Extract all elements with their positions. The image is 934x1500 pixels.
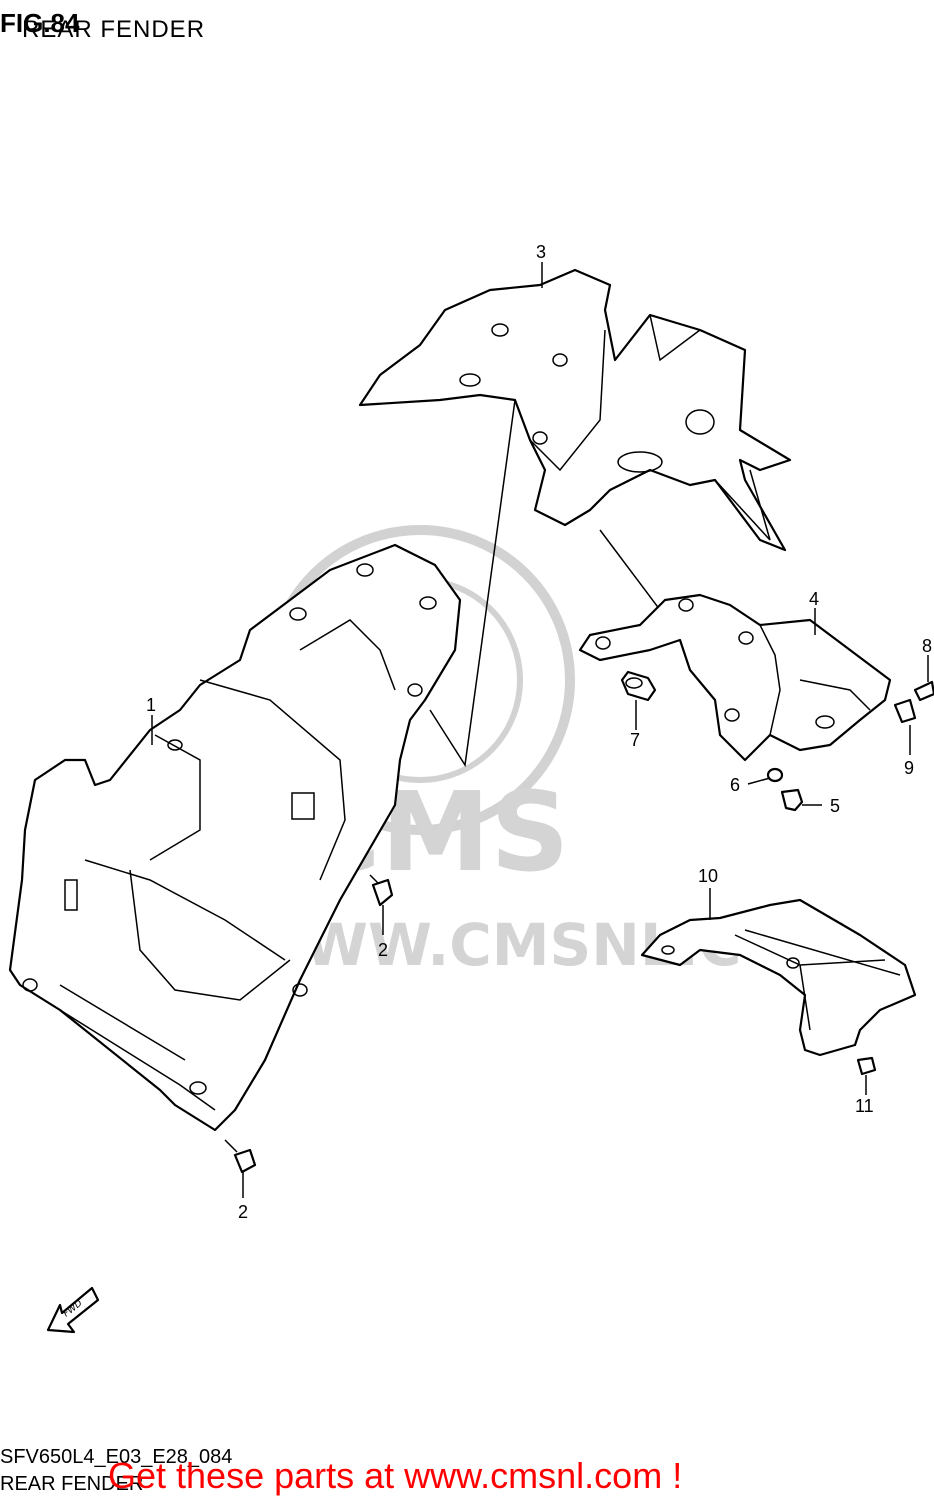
part-8-screw[interactable]	[913, 680, 934, 702]
part-2-screw-upper[interactable]	[369, 874, 394, 907]
callout-10: 10	[698, 866, 718, 886]
callout-9: 9	[904, 758, 914, 778]
promo-link[interactable]: Get these parts at www.cmsnl.com !	[108, 1455, 683, 1496]
part-11-screw[interactable]	[856, 1056, 877, 1076]
diagram-code: SFV650L4_E03_E28_084	[0, 1446, 233, 1468]
part-1-rear-fender[interactable]	[8, 543, 462, 1132]
callout-5: 5	[830, 796, 840, 816]
leader-lines	[151, 262, 929, 1198]
part-9-clip[interactable]	[893, 698, 917, 724]
diagram-name: REAR FENDER	[0, 1473, 144, 1495]
callout-11: 11	[855, 1096, 874, 1116]
callout-2-lower: 2	[238, 1202, 248, 1222]
callout-7: 7	[630, 730, 640, 750]
figure-subtitle: REAR FENDER	[22, 16, 206, 43]
part-2-screw-lower[interactable]	[224, 1139, 257, 1174]
part-7-grommet[interactable]	[620, 670, 657, 702]
callout-4: 4	[809, 589, 819, 609]
fwd-arrow-icon: FWD	[46, 1286, 100, 1334]
outline-link	[429, 399, 516, 768]
callout-3: 3	[536, 242, 546, 262]
part-10-license-bracket[interactable]	[640, 898, 917, 1057]
callout-labels: 1 2 2 3 4 5 6 7 8 9 10 11	[146, 242, 932, 1222]
part-4-bracket[interactable]	[578, 593, 892, 762]
figure-title: FIG.84	[0, 8, 80, 38]
callout-1: 1	[146, 695, 156, 715]
callout-8: 8	[922, 636, 932, 656]
part-6-collar[interactable]	[766, 767, 784, 783]
part-5-bolt[interactable]	[780, 788, 804, 812]
part-3-tail-cowl[interactable]	[358, 268, 792, 552]
callout-6: 6	[730, 775, 740, 795]
callout-2-upper: 2	[378, 940, 388, 960]
